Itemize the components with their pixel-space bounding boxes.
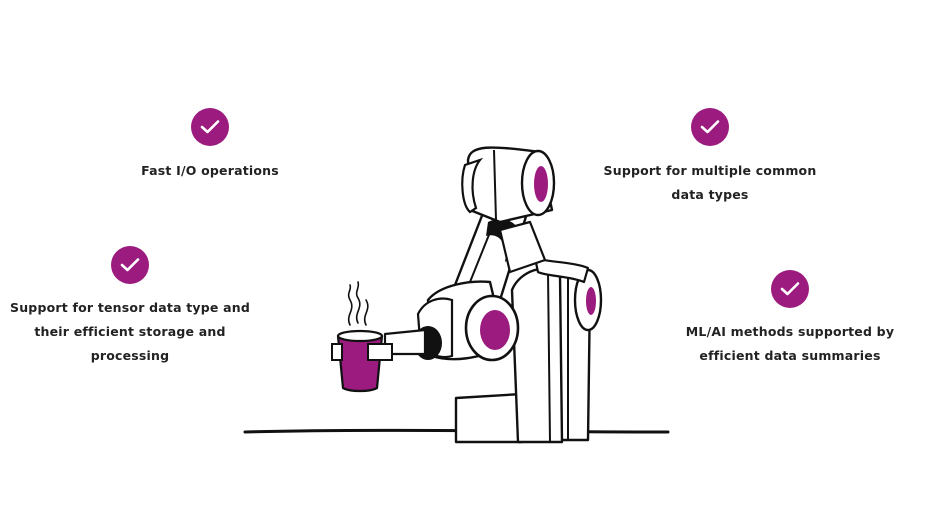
feature-text-line: data types bbox=[671, 187, 749, 202]
feature-text: ML/AI methods supported by efficient dat… bbox=[680, 320, 900, 368]
feature-tensor-support: Support for tensor data type and their e… bbox=[10, 246, 250, 368]
checkmark-icon bbox=[771, 270, 809, 308]
feature-text-line: efficient data summaries bbox=[699, 348, 881, 363]
feature-text-line: Fast I/O operations bbox=[141, 163, 279, 178]
checkmark-icon bbox=[691, 108, 729, 146]
feature-data-types: Support for multiple common data types bbox=[600, 108, 820, 207]
feature-text-line: processing bbox=[90, 348, 170, 363]
robot-arm-holding-coffee-cup-icon bbox=[243, 146, 670, 444]
feature-text-line: their efficient storage and bbox=[34, 324, 226, 339]
feature-ml-ai: ML/AI methods supported by efficient dat… bbox=[680, 270, 900, 368]
checkmark-icon bbox=[191, 108, 229, 146]
checkmark-icon bbox=[111, 246, 149, 284]
feature-text: Support for multiple common data types bbox=[600, 159, 820, 207]
feature-text-line: ML/AI methods supported by bbox=[685, 324, 895, 339]
feature-text-line: Support for multiple common bbox=[603, 163, 817, 178]
feature-text: Support for tensor data type and their e… bbox=[10, 296, 250, 368]
feature-fast-io: Fast I/O operations bbox=[140, 108, 280, 183]
feature-text: Fast I/O operations bbox=[140, 159, 280, 183]
feature-text-line: Support for tensor data type and bbox=[10, 300, 251, 315]
